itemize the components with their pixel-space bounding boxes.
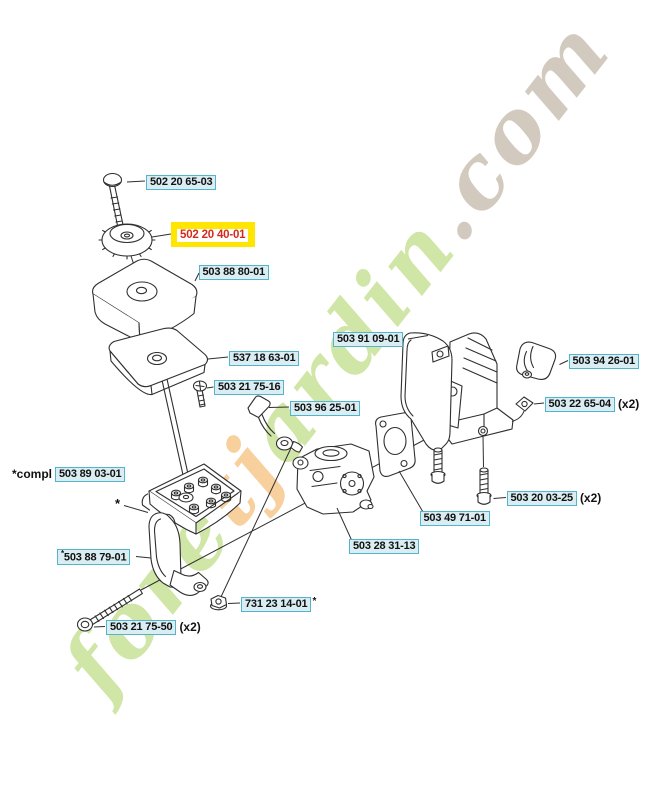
part-label-503-21-75-16: 503 21 75-16 [214, 380, 285, 395]
part-number[interactable]: 731 23 14-01 [241, 596, 312, 612]
part-label-503-94-26-01: 503 94 26-01 [568, 353, 639, 369]
asterisk-prefix: * [61, 548, 64, 558]
part-label-731-23-14-01: 731 23 14-01 * [241, 595, 317, 612]
part-label-502-20-40-01-highlighted: 502 20 40-01 [171, 222, 256, 247]
bracket-503-88-79-01-drawing [148, 512, 209, 596]
part-label-537-18-63-01: 537 18 63-01 [229, 350, 300, 366]
part-number[interactable]: 503 96 25-01 [290, 400, 361, 416]
part-number[interactable]: 503 28 31-13 [349, 538, 420, 554]
carburetor-503-28-31-13-drawing [292, 443, 375, 515]
knob-502-20-40-01-drawing [98, 223, 156, 260]
filter-cover-503-88-80-01-drawing [92, 258, 198, 343]
part-label-503-88-80-01: 503 88 80-01 [198, 265, 269, 280]
quantity-note: (x2) [179, 619, 201, 634]
part-number[interactable]: 503 94 26-01 [568, 353, 639, 369]
part-number[interactable]: 503 20 03-25 [506, 490, 577, 506]
part-number[interactable]: *503 88 79-01 [57, 548, 131, 566]
deflector-503-94-26-01-drawing [516, 341, 557, 380]
part-number[interactable]: 502 20 40-01 [177, 229, 249, 242]
part-number[interactable]: 503 21 75-16 [214, 380, 285, 395]
part-label-502-20-65-03: 502 20 65-03 [146, 174, 217, 190]
part-label-503-91-09-01: 503 91 09-01 [333, 331, 404, 347]
screw-503-21-75-16-drawing [192, 380, 208, 408]
gasket-503-49-71-01-drawing [375, 412, 416, 477]
leader-lines [93, 180, 569, 628]
part-number[interactable]: 503 22 65-04 [544, 396, 615, 412]
screw-502-20-65-03-drawing [102, 172, 125, 229]
part-label-503-20-03-25: 503 20 03-25 (x2) [506, 490, 602, 506]
assembly-axis-lines [130, 255, 444, 600]
choke-lever-503-96-25-01-drawing [247, 395, 304, 453]
compl-note: *compl [12, 467, 53, 481]
part-label-503-21-75-50: 503 21 75-50 (x2) [106, 619, 201, 635]
nut-731-23-14-01-drawing [209, 594, 228, 611]
quantity-note: (x2) [579, 490, 602, 505]
part-number[interactable]: 502 20 65-03 [146, 174, 217, 190]
highlight-box[interactable]: 502 20 40-01 [171, 222, 256, 247]
part-number[interactable]: 503 88 80-01 [198, 265, 269, 280]
asterisk-suffix: * [312, 595, 317, 607]
part-number[interactable]: 537 18 63-01 [229, 350, 300, 366]
bolts-503-20-03-25-drawing [430, 447, 492, 505]
part-label-503-89-03-01: *compl 503 89 03-01 [12, 467, 126, 482]
screw-503-21-75-50-drawing [76, 588, 143, 632]
muffler-cover-503-91-09-01-drawing [400, 332, 453, 451]
air-filter-537-18-63-01-drawing [108, 327, 209, 396]
quantity-note: (x2) [617, 396, 640, 411]
air-box-asterisk-note: * [115, 496, 121, 511]
part-label-503-22-65-04: 503 22 65-04 (x2) [544, 396, 640, 412]
part-number[interactable]: 503 21 75-50 [106, 619, 177, 635]
part-number[interactable]: 503 49 71-01 [419, 510, 490, 526]
square-nut-503-22-65-04-drawing [511, 396, 534, 422]
part-number[interactable]: 503 89 03-01 [55, 467, 126, 482]
part-label-503-28-31-13: 503 28 31-13 [349, 538, 420, 554]
part-label-503-49-71-01: 503 49 71-01 [419, 510, 490, 526]
part-number[interactable]: 503 91 09-01 [333, 331, 404, 347]
part-label-503-88-79-01: *503 88 79-01 [57, 548, 131, 566]
part-label-503-96-25-01: 503 96 25-01 [290, 400, 361, 416]
